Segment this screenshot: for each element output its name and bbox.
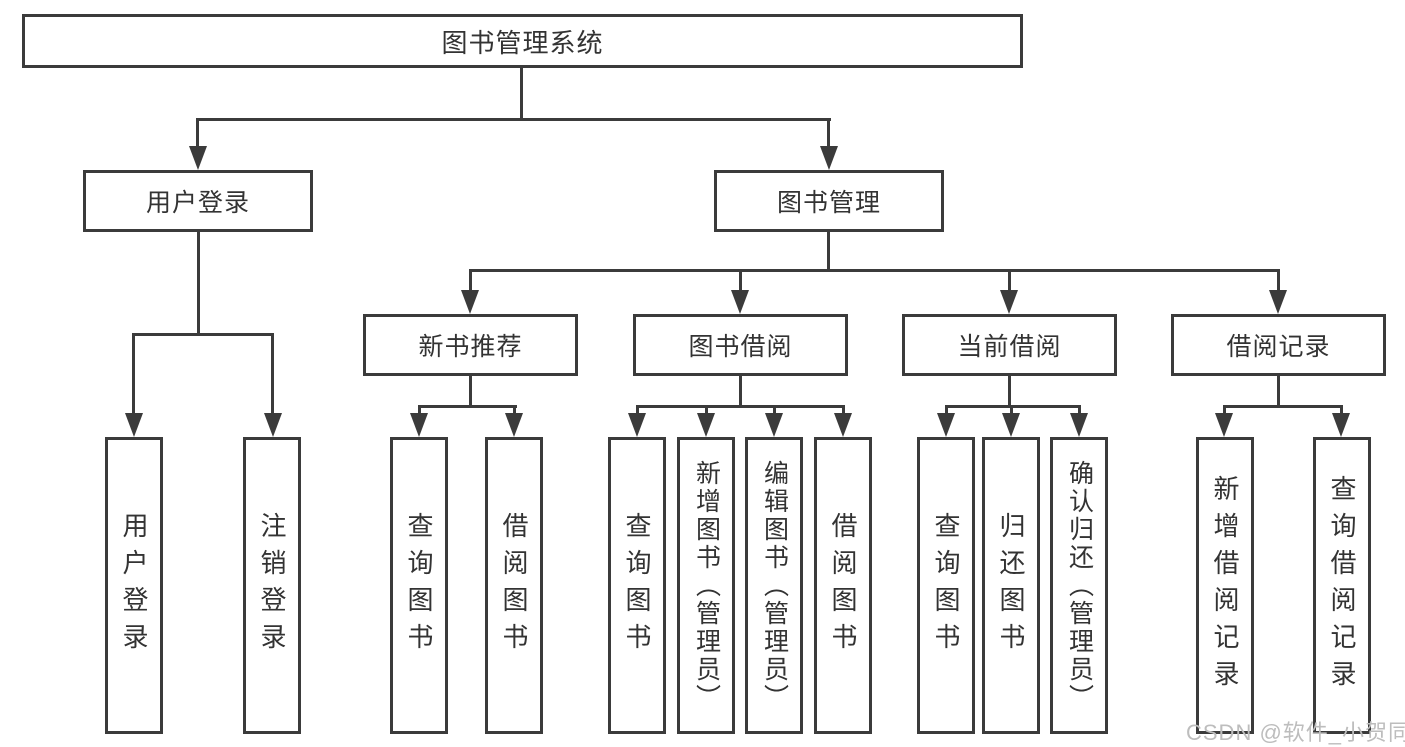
connector-root-horizontal <box>196 118 831 121</box>
connector-current-borrow-stem <box>1008 376 1011 408</box>
node-label: 新增图书（管理员） <box>692 459 721 712</box>
connector-drop-user-login <box>196 118 199 150</box>
arrow-down-icon <box>410 413 428 437</box>
connector-drop-book-borrow <box>739 269 742 293</box>
node-label: 查询图书 <box>931 511 961 660</box>
connector-drop <box>705 405 708 417</box>
connector-book-management-horizontal <box>469 269 1280 272</box>
node-label: 借阅图书 <box>499 511 529 660</box>
connector-drop <box>513 405 516 417</box>
connector-drop <box>773 405 776 417</box>
node-label: 归还图书 <box>996 511 1026 660</box>
leaf-query-books: 查询图书 <box>390 437 448 734</box>
node-label: 图书管理 <box>776 189 881 217</box>
connector-drop <box>842 405 845 417</box>
leaf-borrow-books: 借阅图书 <box>814 437 872 734</box>
arrow-down-icon <box>264 413 282 437</box>
node-book-borrow: 图书借阅 <box>633 314 848 376</box>
connector-user-login-stem <box>197 232 200 336</box>
node-label: 查询图书 <box>622 511 652 660</box>
connector-drop <box>636 405 639 417</box>
node-current-borrow: 当前借阅 <box>902 314 1117 376</box>
leaf-query-books: 查询图书 <box>917 437 975 734</box>
arrow-down-icon <box>731 290 749 314</box>
arrow-down-icon <box>1269 290 1287 314</box>
node-new-book-recommend: 新书推荐 <box>363 314 578 376</box>
node-label: 图书借阅 <box>688 333 793 361</box>
connector-new-book-horizontal <box>418 405 517 408</box>
connector-drop-leaf-login <box>132 333 135 415</box>
arrow-down-icon <box>1215 413 1233 437</box>
arrow-down-icon <box>1070 413 1088 437</box>
node-library-management-system: 图书管理系统 <box>22 14 1023 68</box>
connector-root-stem <box>520 68 523 120</box>
arrow-down-icon <box>461 290 479 314</box>
node-label: 借阅图书 <box>828 511 858 660</box>
node-book-management: 图书管理 <box>714 170 944 232</box>
connector-book-borrow-stem <box>739 376 742 408</box>
leaf-add-books-admin: 新增图书（管理员） <box>677 437 735 734</box>
node-borrow-records: 借阅记录 <box>1171 314 1386 376</box>
connector-drop <box>1010 405 1013 417</box>
leaf-add-borrow-record: 新增借阅记录 <box>1196 437 1254 734</box>
arrow-down-icon <box>628 413 646 437</box>
connector-drop-new-book <box>469 269 472 293</box>
arrow-down-icon <box>189 146 207 170</box>
connector-user-login-horizontal <box>132 333 274 336</box>
leaf-borrow-books: 借阅图书 <box>485 437 543 734</box>
connector-book-management-stem <box>827 232 830 272</box>
leaf-confirm-return-admin: 确认归还（管理员） <box>1050 437 1108 734</box>
leaf-logout: 注销登录 <box>243 437 301 734</box>
arrow-down-icon <box>1002 413 1020 437</box>
connector-drop-leaf-logout <box>271 333 274 415</box>
arrow-down-icon <box>505 413 523 437</box>
node-label: 用户登录 <box>119 511 149 660</box>
node-label: 借阅记录 <box>1226 333 1331 361</box>
leaf-query-borrow-record: 查询借阅记录 <box>1313 437 1371 734</box>
node-label: 新增借阅记录 <box>1210 474 1240 697</box>
connector-drop <box>1340 405 1343 417</box>
connector-new-book-stem <box>469 376 472 408</box>
arrow-down-icon <box>1332 413 1350 437</box>
connector-borrow-records-stem <box>1277 376 1280 408</box>
leaf-query-books: 查询图书 <box>608 437 666 734</box>
arrow-down-icon <box>697 413 715 437</box>
connector-drop-current-borrow <box>1008 269 1011 293</box>
node-label: 查询借阅记录 <box>1327 474 1357 697</box>
arrow-down-icon <box>820 146 838 170</box>
node-user-login: 用户登录 <box>83 170 313 232</box>
arrow-down-icon <box>834 413 852 437</box>
connector-drop <box>945 405 948 417</box>
leaf-user-login: 用户登录 <box>105 437 163 734</box>
arrow-down-icon <box>125 413 143 437</box>
node-label: 编辑图书（管理员） <box>760 459 789 712</box>
node-label: 用户登录 <box>145 189 250 217</box>
connector-drop <box>1223 405 1226 417</box>
connector-drop-borrow-records <box>1277 269 1280 293</box>
connector-drop <box>418 405 421 417</box>
connector-drop <box>1078 405 1081 417</box>
node-label: 图书管理系统 <box>441 27 604 58</box>
node-label: 注销登录 <box>257 511 287 660</box>
arrow-down-icon <box>937 413 955 437</box>
connector-borrow-records-horizontal <box>1223 405 1343 408</box>
connector-current-borrow-horizontal <box>945 405 1081 408</box>
csdn-watermark: CSDN @软件_小贺同学 <box>1186 720 1405 745</box>
node-label: 新书推荐 <box>418 333 523 361</box>
leaf-edit-books-admin: 编辑图书（管理员） <box>745 437 803 734</box>
leaf-return-books: 归还图书 <box>982 437 1040 734</box>
arrow-down-icon <box>765 413 783 437</box>
node-label: 确认归还（管理员） <box>1065 459 1094 712</box>
node-label: 查询图书 <box>404 511 434 660</box>
arrow-down-icon <box>1000 290 1018 314</box>
connector-book-borrow-horizontal <box>636 405 845 408</box>
node-label: 当前借阅 <box>957 333 1062 361</box>
connector-drop-book-management <box>827 118 830 150</box>
